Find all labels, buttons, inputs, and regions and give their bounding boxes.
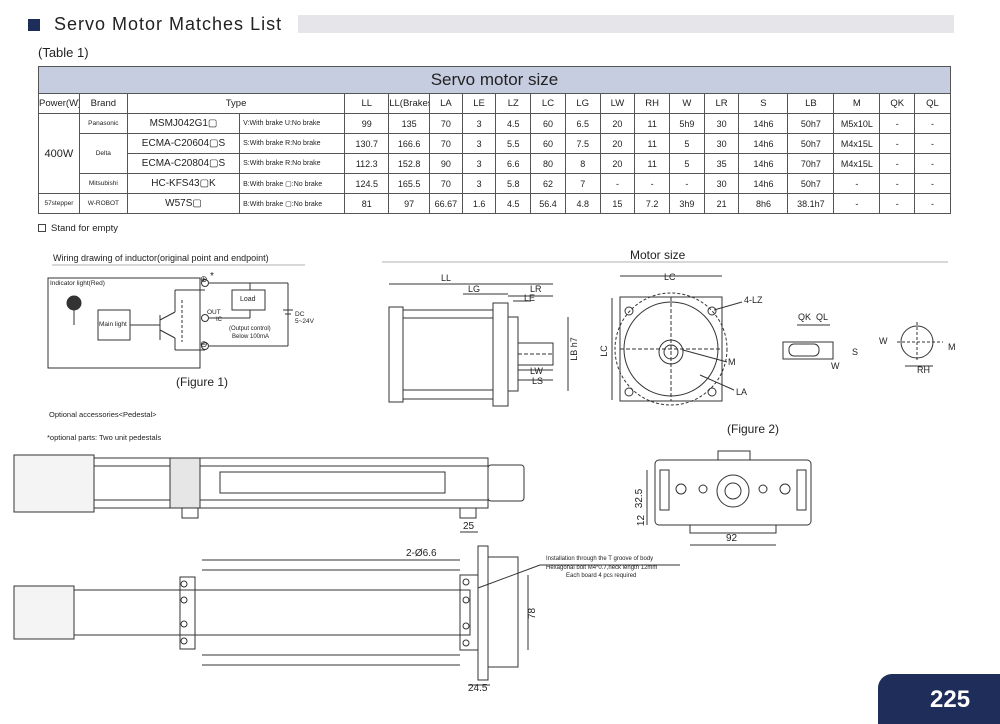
dim-92: 92 (726, 533, 738, 544)
table-row: ECMA-C20804▢S S:With brake R:No brake 11… (39, 153, 951, 174)
qk-label: QK (798, 312, 812, 322)
actuator-top-view (13, 545, 680, 686)
motor-side-view (382, 261, 948, 407)
voltage-label: 5~24V (295, 318, 314, 325)
output-control-label: (Output control) (229, 326, 271, 332)
table-row: 400W Panasonic MSMJ042G1▢ V:With brake U… (38, 113, 951, 194)
ic-label: IC (216, 317, 222, 323)
load-label: Load (240, 296, 256, 303)
wiring-title: Wiring drawing of inductor(original poin… (53, 253, 269, 263)
accessories-title: Optional accessories<Pedestal> (49, 410, 157, 419)
motor-size-title: Motor size (630, 248, 686, 262)
header-bar (298, 15, 954, 33)
shaft-key-views (782, 322, 943, 367)
out-label: OUT (207, 309, 221, 316)
accessories-parts: *optional parts: Two unit pedestals (47, 433, 162, 442)
dim-holes: 2-Ø6.6 (406, 548, 437, 559)
page-title: Servo Motor Matches List (54, 14, 283, 34)
w-label: W (831, 361, 840, 371)
la-label: LA (736, 387, 748, 397)
le-label: LE (524, 293, 536, 303)
servo-spec-table: Servo motor size Power(W) Brand Type LL … (38, 66, 951, 214)
lw-label: LW (530, 366, 543, 376)
ql-label: QL (816, 312, 829, 322)
wiring-diagram (47, 264, 305, 369)
dim-32-5: 32.5 (634, 488, 646, 509)
rh-label: RH (917, 365, 930, 375)
table-title: Servo motor size (38, 66, 951, 94)
lc-side-label: LC (598, 345, 609, 357)
m-front-label: M (948, 342, 956, 352)
empty-note: Stand for empty (38, 223, 118, 234)
w-front-label: W (879, 336, 888, 346)
dim-78: 78 (527, 607, 539, 620)
header-square-icon (28, 19, 40, 31)
minus-icon: ⊖ (200, 339, 208, 349)
lz-label: 4-LZ (744, 295, 763, 305)
install-note-1: Installation through the T groove of bod… (546, 556, 654, 562)
lb-label: LB h7 (568, 337, 579, 361)
install-note-3: Each board 4 pcs required (566, 573, 637, 579)
ll-label: LL (441, 273, 452, 283)
page-number: 225 (930, 686, 971, 713)
plus-icon: ⊕ (200, 274, 208, 284)
main-light-label: Main light (99, 321, 127, 328)
drawings (13, 261, 948, 686)
dc-label: DC (295, 311, 305, 318)
figure-2-label: (Figure 2) (727, 422, 780, 436)
table-header-row: Power(W) Brand Type LL LL(Brakes) LA LE … (38, 93, 951, 114)
lg-label: LG (468, 284, 481, 294)
install-note-2: Hexagonal bolt M4*0.7,neck length 12mm (546, 565, 658, 571)
ls-label: LS (532, 376, 544, 386)
empty-box-icon (38, 224, 46, 233)
indicator-label: Indicator light(Red) (50, 280, 105, 287)
lc-label: LC (664, 272, 676, 282)
dim-24-5: 24.5 (468, 683, 488, 694)
pedestal-front-view (646, 450, 812, 546)
below-label: Below 100mA (232, 334, 270, 340)
table-row: Delta ECMA-C20604▢S S:With brake R:No br… (39, 133, 951, 174)
lr-label: LR (530, 284, 542, 294)
dim-12: 12 (636, 514, 648, 527)
dim-25: 25 (463, 521, 475, 532)
actuator-side-view (13, 454, 525, 533)
motor-front-view (611, 275, 743, 406)
s-label: S (852, 347, 859, 357)
table-caption: (Table 1) (38, 45, 89, 60)
m-label: M (728, 357, 736, 367)
table-row: 57stepper W-ROBOT W57S▢ B:With brake ▢:N… (38, 193, 951, 214)
figure-1-label: (Figure 1) (176, 375, 229, 389)
star-label: * (210, 271, 214, 282)
